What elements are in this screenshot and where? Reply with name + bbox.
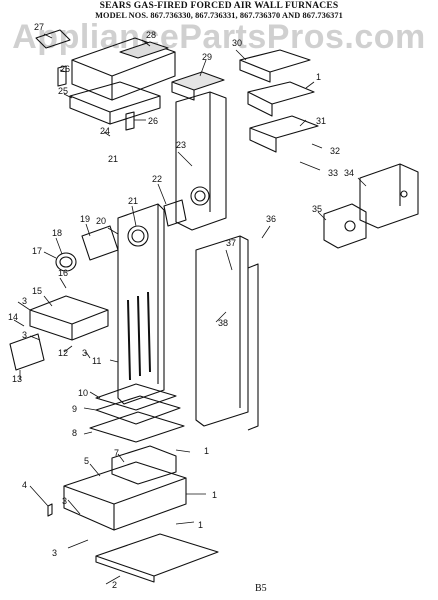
callout-label: 18 — [52, 228, 62, 238]
callout-label: 22 — [152, 174, 162, 184]
callout-label: 20 — [96, 216, 106, 226]
callout-label: 10 — [78, 388, 88, 398]
part-27-grille — [35, 29, 71, 49]
part-11-heat-exchanger — [117, 203, 165, 405]
part-5-lower-box — [47, 461, 187, 531]
callout-label: 19 — [80, 214, 90, 224]
part-19-plate — [81, 225, 119, 261]
callout-label: 33 — [328, 168, 338, 178]
page-label: B5 — [255, 583, 267, 594]
callout-label: 1 — [198, 520, 203, 530]
callout-label: 23 — [176, 140, 186, 150]
callout-label: 26 — [60, 64, 70, 74]
callout-label: 29 — [202, 52, 212, 62]
callout-label: 9 — [72, 404, 77, 414]
callout-label: 1 — [316, 72, 321, 82]
part-15-burner-base — [29, 295, 109, 341]
part-28-top-box — [71, 37, 176, 101]
part-2-bottom-plate — [95, 533, 219, 583]
part-9-gasket — [95, 395, 181, 425]
diagram-title: SEARS GAS-FIRED FORCED AIR WALL FURNACES — [99, 1, 339, 11]
callout-label: 21 — [128, 196, 138, 206]
callout-label: 3 — [22, 330, 27, 340]
callout-label: 4 — [22, 480, 27, 490]
callout-label: 25 — [58, 86, 68, 96]
callout-label: 2 — [112, 580, 117, 590]
part-13-plate — [9, 333, 45, 371]
callout-label: 7 — [114, 448, 119, 458]
callout-label: 1 — [212, 490, 217, 500]
callout-label: 12 — [58, 348, 68, 358]
callout-label: 11 — [92, 356, 101, 366]
model-numbers: MODEL NOS. 867.736330, 867.736331, 867.7… — [95, 11, 343, 20]
callout-label: 5 — [84, 456, 89, 466]
callout-label: 35 — [312, 204, 322, 214]
callout-label: 30 — [232, 38, 242, 48]
callout-label: 27 — [34, 22, 44, 32]
part-29-vent — [171, 71, 225, 101]
watermark: AppliancePartsPros.com — [12, 18, 426, 56]
part-25-tray — [69, 81, 161, 125]
callout-label: 21 — [108, 154, 118, 164]
callout-label: 15 — [32, 286, 42, 296]
part-22-gasket — [163, 199, 187, 227]
part-26-bracket-left — [57, 65, 67, 87]
part-34-control-box — [359, 163, 419, 229]
leader-lines — [13, 33, 367, 585]
part-36-cabinet-side — [195, 235, 259, 431]
callout-label: 3 — [62, 496, 67, 506]
callout-label: 1 — [204, 446, 209, 456]
callout-label: 24 — [100, 126, 110, 136]
callout-label: 32 — [330, 146, 340, 156]
callout-label: 38 — [218, 318, 228, 328]
callout-label: 26 — [148, 116, 158, 126]
callout-label: 16 — [58, 268, 68, 278]
callout-label: 3 — [52, 548, 57, 558]
part-35-gas-valve — [323, 203, 367, 249]
part-10-gasket — [95, 383, 177, 411]
callout-label: 3 — [82, 348, 87, 358]
part-8-plate — [89, 411, 185, 443]
part-7-bracket — [111, 445, 177, 485]
part-30-top-bracket — [239, 49, 319, 153]
callout-label: 13 — [12, 374, 22, 384]
part-18-ring — [55, 252, 77, 272]
callout-label: 36 — [266, 214, 276, 224]
callout-label: 3 — [22, 296, 27, 306]
callout-label: 28 — [146, 30, 156, 40]
part-23-flue-column — [175, 91, 227, 231]
callout-label: 37 — [226, 238, 236, 248]
callout-label: 17 — [32, 246, 42, 256]
callout-label: 14 — [8, 312, 18, 322]
callout-label: 34 — [344, 168, 354, 178]
callout-numbers: 2728262526242129301313233232221342019181… — [8, 22, 354, 590]
callout-label: 31 — [316, 116, 326, 126]
part-26-bracket-right — [125, 111, 135, 131]
callout-label: 8 — [72, 428, 77, 438]
